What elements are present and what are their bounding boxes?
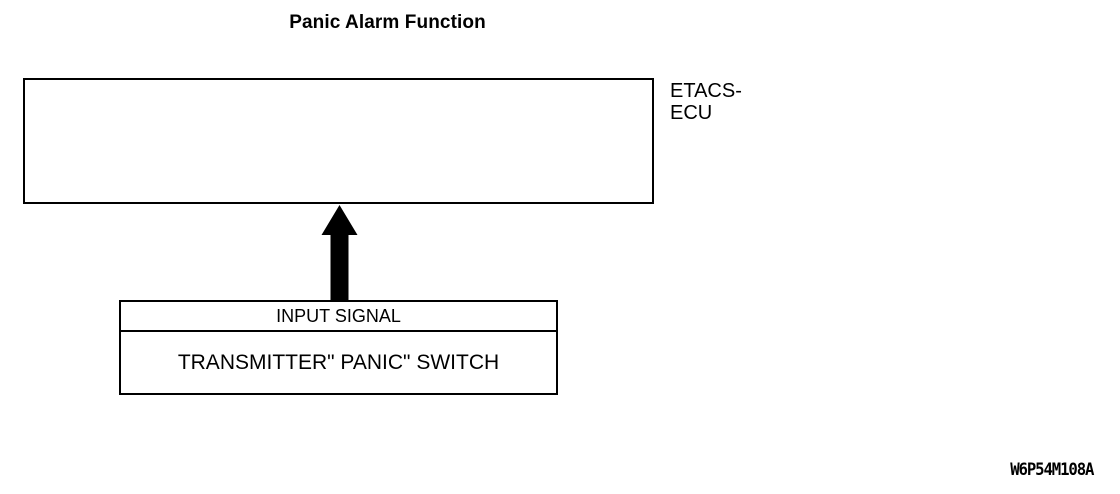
input-signal-header-label: INPUT SIGNAL	[276, 306, 401, 326]
input-signal-body-row: TRANSMITTER" PANIC" SWITCH	[121, 332, 556, 393]
up-arrow-icon	[320, 204, 360, 301]
page-title: Panic Alarm Function	[289, 12, 486, 33]
figure-code: W6P54M108A	[1009, 460, 1094, 480]
transmitter-panic-switch-label: TRANSMITTER" PANIC" SWITCH	[177, 350, 500, 374]
etacs-ecu-box	[23, 78, 654, 204]
input-signal-header-row: INPUT SIGNAL	[121, 302, 556, 332]
input-signal-box: INPUT SIGNAL TRANSMITTER" PANIC" SWITCH	[119, 300, 558, 395]
etacs-ecu-label: ETACS- ECU	[670, 80, 742, 124]
